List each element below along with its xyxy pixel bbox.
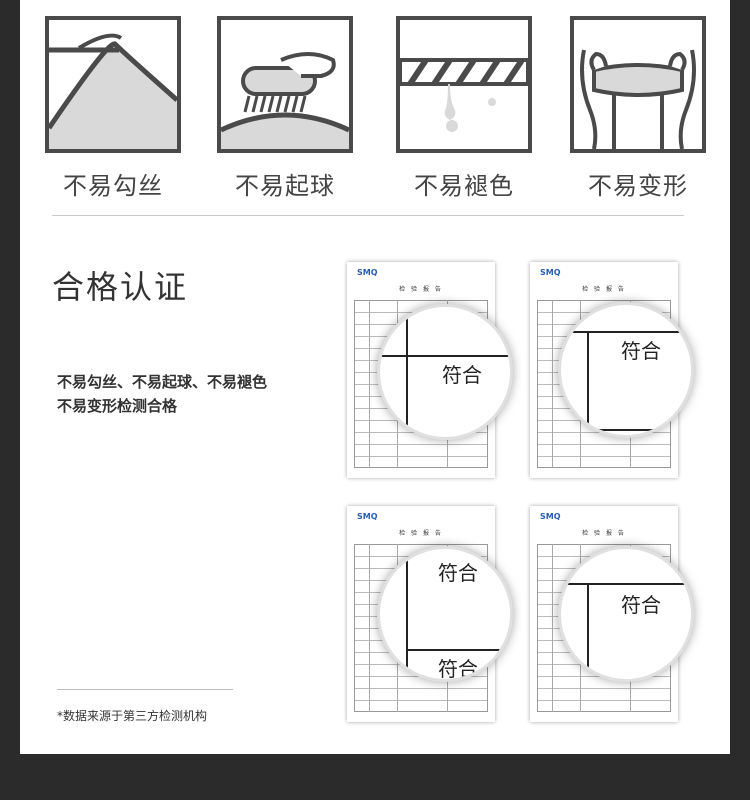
content-card: 不易勾丝 不易起球 — [20, 0, 730, 754]
feature-label: 不易勾丝 — [63, 172, 163, 200]
certification-description: 不易勾丝、不易起球、不易褪色 不易变形检测合格 — [57, 370, 267, 418]
report-title: 检 验 报 告 — [582, 530, 626, 537]
feature-label: 不易褪色 — [414, 172, 514, 200]
magnified-text: 符合 — [438, 657, 478, 681]
magnified-text: 符合 — [438, 561, 478, 585]
smq-logo: SMQ — [540, 268, 561, 277]
report-title: 检 验 报 告 — [399, 530, 443, 537]
feature-label: 不易变形 — [588, 172, 688, 200]
stretch-icon — [570, 16, 706, 153]
magnifier-lens: 符合 — [377, 304, 513, 440]
brush-icon — [217, 16, 353, 153]
test-report-2: SMQ 检 验 报 告 符合 符合 — [530, 262, 694, 478]
magnified-text: 符合 — [621, 339, 661, 363]
magnified-text: 符合 — [442, 363, 482, 387]
test-report-4: SMQ 检 验 报 告 符合 — [530, 506, 694, 722]
smq-logo: SMQ — [357, 512, 378, 521]
snag-icon — [45, 16, 181, 153]
magnifier-lens: 符合 符合 — [377, 546, 513, 682]
certification-desc-line: 不易变形检测合格 — [57, 397, 178, 415]
report-title: 检 验 报 告 — [399, 286, 443, 293]
feature-label: 不易起球 — [235, 172, 335, 200]
certification-desc-line: 不易勾丝、不易起球、不易褪色 — [57, 373, 268, 391]
note-divider — [57, 689, 233, 690]
fade-icon — [396, 16, 532, 153]
test-report-3: SMQ 检 验 报 告 符合 符合 — [347, 506, 513, 722]
section-divider — [52, 215, 684, 216]
certification-title: 合格认证 — [52, 268, 189, 306]
smq-logo: SMQ — [357, 268, 378, 277]
report-title: 检 验 报 告 — [582, 286, 626, 293]
smq-logo: SMQ — [540, 512, 561, 521]
data-source-note: *数据来源于第三方检测机构 — [57, 709, 208, 723]
magnifier-lens: 符合 — [558, 546, 694, 682]
magnifier-lens: 符合 符合 — [558, 302, 694, 438]
test-report-1: SMQ 检 验 报 告 符合 — [347, 262, 513, 478]
magnified-text: 符合 — [621, 593, 661, 617]
